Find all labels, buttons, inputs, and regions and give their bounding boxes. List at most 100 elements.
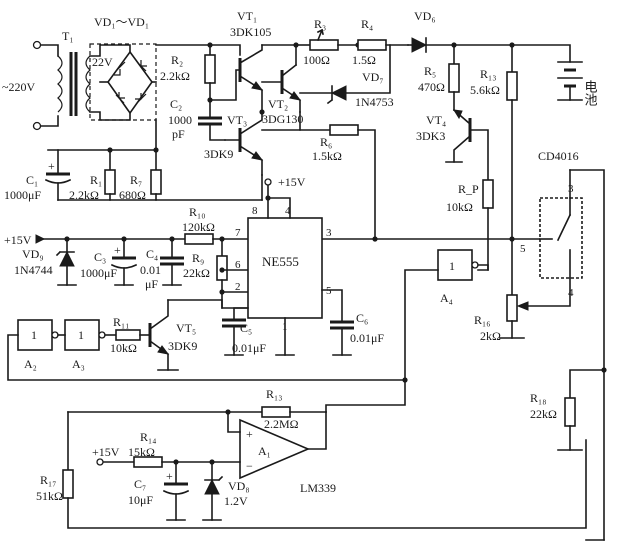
vd7-ref: VD₇ — [362, 70, 384, 84]
pin4-label: 4 — [285, 205, 291, 217]
c2-value2: pF — [172, 127, 185, 141]
plus15v-rail: +15V R₁₀ 120kΩ — [4, 205, 541, 247]
vt2-transistor: VT₂ 3DG130 — [261, 63, 303, 126]
c1-plus: + — [48, 159, 55, 173]
c7-plus: + — [166, 469, 173, 483]
c5-ref: C₅ — [240, 321, 252, 335]
r18-value: 22kΩ — [530, 407, 557, 421]
vt2-part: 3DG130 — [262, 112, 303, 126]
r9-resistor: R₉ 22kΩ — [183, 238, 249, 309]
pin2-label: 2 — [235, 281, 241, 293]
r3-resistor: R₃ 100Ω — [295, 17, 359, 67]
opamp-part: LM339 — [300, 481, 336, 495]
vt1-part: 3DK105 — [230, 25, 271, 39]
c3-plus: + — [114, 243, 121, 257]
vd9-ref: VD₉ — [22, 247, 44, 261]
vd8-zener: VD₈ 1.2V — [202, 461, 250, 521]
c4-capacitor: C₄ 0.01 μF — [140, 238, 184, 291]
opamp-a1: + − A₁ LM339 — [239, 411, 336, 495]
vt1-transistor: VT₁ 3DK105 — [209, 9, 271, 113]
r13a-value: 5.6kΩ — [470, 83, 500, 97]
a3-ref: A₃ — [72, 357, 85, 371]
r13b-resistor: R₁₃ 2.2MΩ — [227, 387, 327, 431]
bridge-ref: VD₁～VD₁ — [94, 15, 149, 29]
a2-gate: 1 A₂ — [17, 319, 59, 371]
cd4016-ref: CD4016 — [538, 149, 579, 163]
r14-resistor: R₁₄ +15V 15kΩ — [92, 430, 241, 468]
r2-resistor: R₂ 2.2kΩ — [160, 53, 216, 101]
r9-ref: R₉ — [192, 251, 204, 265]
r16-ref: R₁₆ — [474, 313, 490, 327]
r3-value: 100Ω — [303, 53, 330, 67]
r16-value: 2kΩ — [480, 329, 501, 343]
pin6-label: 6 — [235, 259, 241, 271]
r4-ref: R₄ — [361, 17, 373, 31]
transformer-ref: T₁ — [62, 29, 74, 43]
c4-value1: 0.01 — [140, 263, 161, 277]
c2-value1: 1000 — [168, 113, 192, 127]
cd4016-pin5: 5 — [520, 243, 526, 255]
r2-ref: R₂ — [171, 53, 183, 67]
r16-pot: R₁₆ 2kΩ — [474, 294, 525, 343]
r6-ref: R₆ — [320, 135, 332, 149]
vt5-ref: VT₅ — [176, 321, 196, 335]
r11-value: 10kΩ — [110, 341, 137, 355]
opamp-output-wire — [325, 379, 406, 413]
c5-value: 0.01μF — [232, 341, 266, 355]
a2-ref: A₂ — [24, 357, 37, 371]
ac-input-label: ~220V — [2, 80, 35, 94]
c2-capacitor: C₂ 1000 pF — [168, 97, 226, 141]
a3-gate: 1 A₃ — [64, 319, 106, 371]
transformer-secondary: 22V — [92, 55, 113, 69]
pin7-label: 7 — [235, 227, 241, 239]
vt5-part: 3DK9 — [168, 339, 197, 353]
pin5-label: 5 — [326, 285, 332, 297]
r17-ref: R₁₇ — [40, 473, 56, 487]
rp-resistor: R_P 10kΩ — [446, 179, 494, 271]
cd4016-switch: CD4016 3 5 4 — [516, 149, 605, 541]
battery: 电池 — [511, 44, 598, 106]
vd6-diode: VD₆ — [407, 9, 513, 53]
rail-label: +15V — [4, 233, 32, 247]
c4-ref: C₄ — [146, 247, 158, 261]
vd6-ref: VD₆ — [414, 9, 436, 23]
opamp-plus-wire — [227, 411, 241, 433]
a4-ref: A₄ — [440, 291, 453, 305]
ne555-supply: +15V — [278, 175, 306, 189]
r14-ref: R₁₄ — [140, 430, 156, 444]
c2-ref: C₂ — [170, 97, 182, 111]
feedback-loop-wire — [7, 334, 406, 381]
c7-capacitor: + C₇ 10μF — [128, 461, 190, 521]
vd8-ref: VD₈ — [228, 479, 250, 493]
r9-value: 22kΩ — [183, 266, 210, 280]
c6-value: 0.01μF — [350, 331, 384, 345]
vt4-part: 3DK3 — [416, 129, 445, 143]
r13b-ref: R₁₃ — [266, 387, 282, 401]
vt4-ref: VT₄ — [426, 113, 446, 127]
c4-value2: μF — [145, 277, 158, 291]
a4-gate: 1 A₄ — [404, 249, 489, 381]
vt3-ref: VT₃ — [227, 113, 247, 127]
c3-capacitor: + C₃ 1000μF — [80, 238, 138, 286]
r5-resistor: R₅ 470Ω — [418, 44, 460, 111]
r3-ref: R₃ — [314, 17, 326, 31]
r7-ref: R₇ — [130, 173, 142, 187]
c7-ref: C₇ — [134, 477, 146, 491]
ne555-ref: NE555 — [262, 254, 299, 269]
c3-ref: C₃ — [94, 250, 106, 264]
r1-value: 2.2kΩ — [69, 188, 99, 202]
rp-ref: R_P — [458, 182, 479, 196]
r10-value: 120kΩ — [182, 220, 215, 234]
opamp-ref: A₁ — [258, 444, 271, 458]
pin3-label: 3 — [326, 227, 332, 239]
c1-value: 1000μF — [4, 188, 41, 202]
r14-value: 15kΩ — [128, 445, 155, 459]
r1-resistor: R₁ 2.2kΩ — [69, 149, 116, 202]
c1-ref: C₁ — [26, 173, 38, 187]
vd7-zener: VD₇ 1N4753 — [299, 44, 394, 109]
r1-ref: R₁ — [90, 173, 102, 187]
r10-ref: R₁₀ — [189, 205, 205, 219]
cd4016-pin3: 3 — [568, 183, 574, 195]
c6-capacitor: C₆ 0.01μF — [321, 289, 384, 356]
r5-ref: R₅ — [424, 64, 436, 78]
